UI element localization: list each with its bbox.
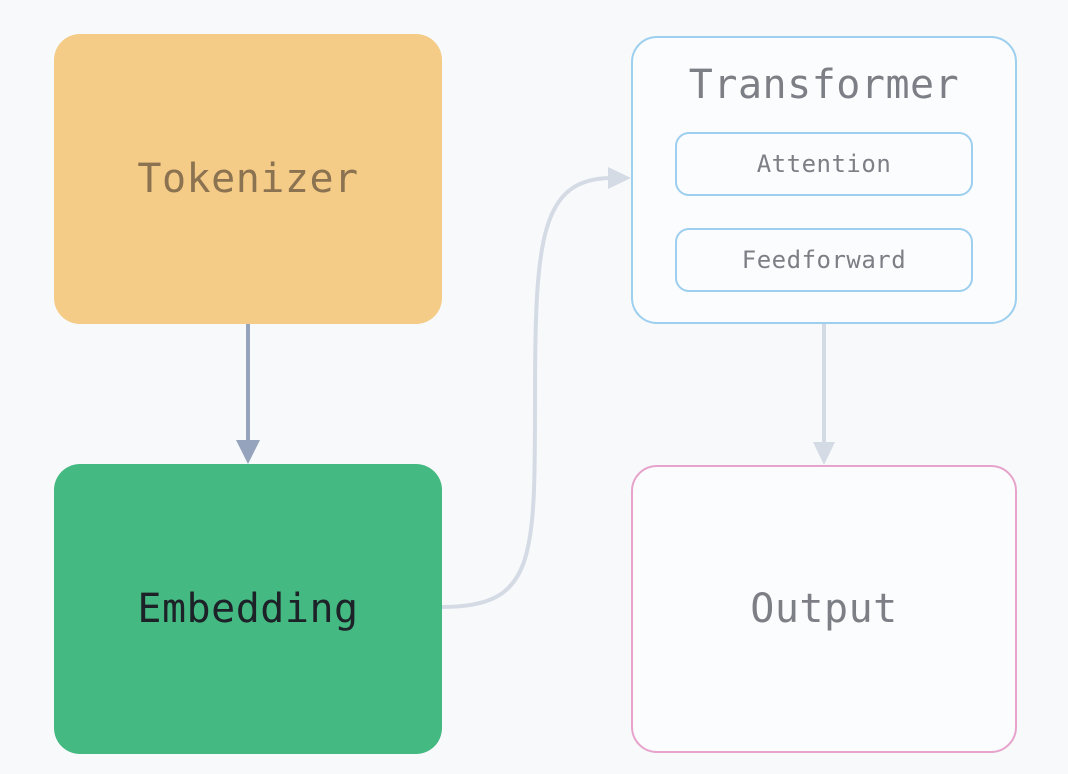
attention-label: Attention [756,150,892,178]
tokenizer-node: Tokenizer [54,34,442,324]
edge-tokenizer-embedding-arrowhead [236,440,260,464]
edge-embedding-to-transformer [441,167,631,609]
feedforward-label: Feedforward [741,246,907,274]
tokenizer-label: Tokenizer [137,156,359,202]
attention-block: Attention [675,132,973,196]
edge-embedding-transformer-arrowhead [608,167,631,189]
transformer-title: Transformer [688,62,960,108]
edge-transformer-output-arrowhead [813,442,835,465]
embedding-label: Embedding [137,586,359,632]
edge-embedding-transformer-curve [441,176,613,609]
output-label: Output [750,586,898,632]
embedding-node: Embedding [54,464,442,754]
output-node: Output [631,465,1017,753]
transformer-group: Transformer Attention Feedforward [631,36,1017,324]
edge-tokenizer-to-embedding [236,324,260,464]
feedforward-block: Feedforward [675,228,973,292]
edge-transformer-to-output [813,324,835,465]
